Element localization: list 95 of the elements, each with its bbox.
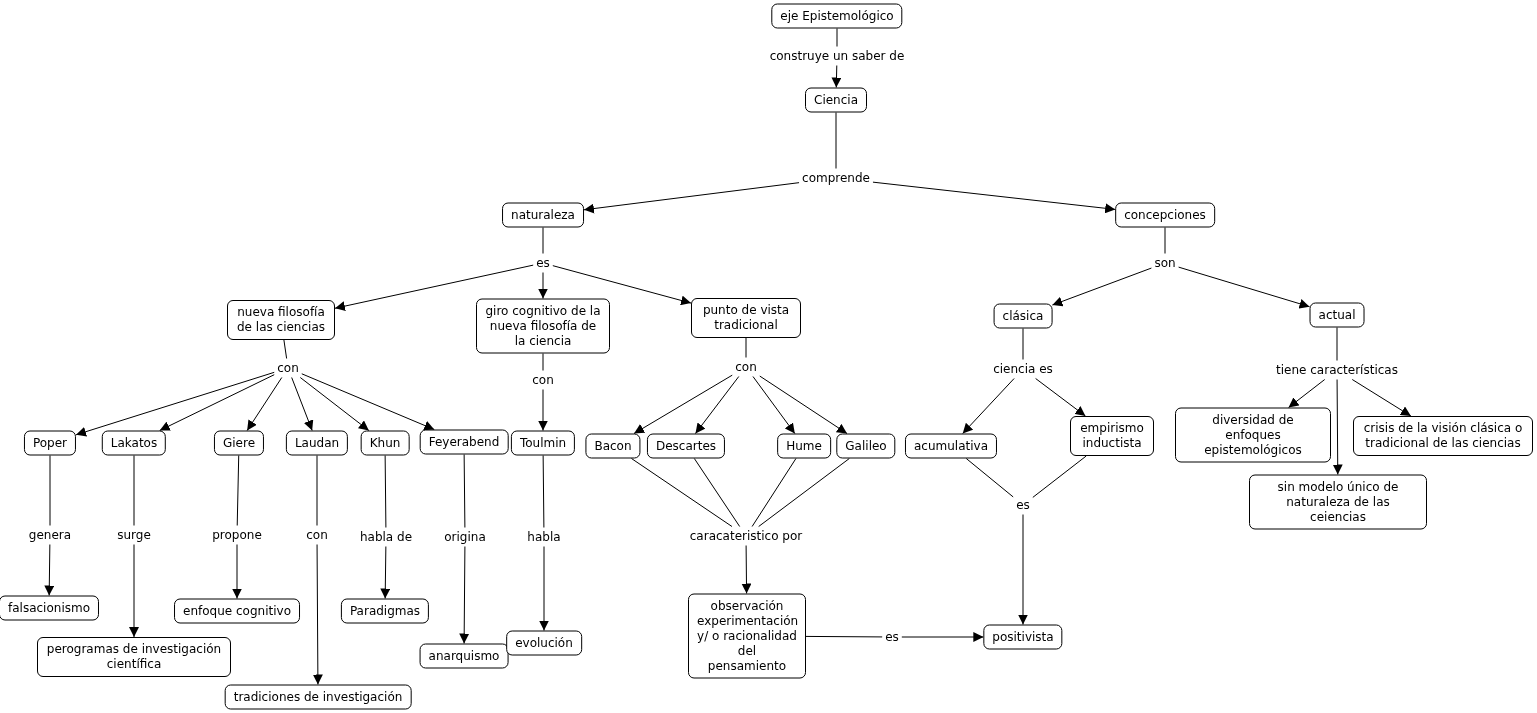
concept-box: concepciones (1115, 202, 1215, 228)
connector-line (384, 455, 387, 528)
concept-box: Galileo (836, 433, 896, 459)
concept-box: nueva filosofía de las ciencias (227, 300, 335, 340)
concept-box: Descartes (646, 433, 726, 459)
arrow (159, 374, 275, 431)
concept-box: crisis de la visión clásica o tradicional de las ciencias (1353, 416, 1533, 456)
connector-line (1032, 455, 1087, 498)
linking-phrase: caracateristico por (688, 528, 804, 544)
arrow (962, 378, 1015, 434)
arrow (1035, 378, 1086, 417)
arrow (380, 546, 391, 599)
arrow (752, 376, 796, 434)
concept-box: clásica (993, 303, 1053, 329)
concept-box: Khun (360, 430, 410, 456)
arrow (1288, 379, 1326, 408)
connector-line (965, 458, 1014, 498)
concept-box: tradiciones de investigación (224, 684, 412, 710)
arrow (872, 181, 1116, 214)
arrow (1332, 379, 1343, 475)
connector-line (49, 455, 51, 526)
concept-box: Poper (23, 430, 77, 456)
concept-box: punto de vista tradicional (691, 298, 801, 338)
concept-box: Laudan (285, 430, 349, 456)
concept-box: Ciencia (805, 87, 867, 113)
connector-line (463, 454, 466, 528)
linking-phrase: origina (443, 529, 487, 545)
arrow (695, 376, 740, 434)
arrow (1051, 267, 1152, 307)
arrow (1018, 514, 1028, 625)
concept-box: Hume (777, 433, 831, 459)
arrow (129, 544, 139, 638)
concept-box: sin modelo único de naturaleza de las ceiencias (1249, 474, 1427, 530)
arrow (583, 182, 800, 214)
arrow (538, 389, 548, 431)
arrow (301, 373, 435, 431)
concept-box: Bacon (585, 433, 641, 459)
concept-box: giro cognitivo de la nueva filosofía de la ciencia (476, 298, 610, 354)
connector-line (1336, 327, 1338, 361)
concept-box: eje Epistemológico (771, 3, 903, 29)
arrow (232, 544, 242, 599)
concept-box: observación experimentación y/ o racionalidad del pensamiento (688, 593, 806, 679)
connector-line (1164, 227, 1166, 254)
connector-line (630, 458, 733, 527)
arrow (831, 65, 842, 88)
connector-line (751, 458, 797, 527)
concept-box: anarquismo (419, 643, 509, 669)
concept-box: positivista (983, 624, 1063, 650)
concept-box: evolución (506, 630, 582, 656)
arrow (741, 545, 752, 594)
connector-line (1022, 328, 1024, 360)
connector-line (236, 455, 240, 526)
arrow (299, 377, 370, 431)
concept-box: empirismo inductista (1070, 416, 1154, 456)
concept-box: Giere (213, 430, 265, 456)
arrow (1178, 266, 1310, 309)
linking-phrase: construye un saber de (768, 48, 906, 64)
arrow (291, 377, 314, 431)
concept-box: Paradigmas (340, 598, 430, 624)
concept-box: diversidad de enfoques epistemológicos (1175, 407, 1331, 463)
arrow (552, 265, 692, 306)
concept-box: perogramas de investigación científica (37, 637, 231, 677)
concept-box: naturaleza (502, 202, 584, 228)
connector-line (542, 353, 544, 371)
concept-box: Toulmin (510, 430, 576, 456)
connector-line (133, 455, 135, 526)
connector-line (805, 635, 883, 638)
connector-line (758, 458, 850, 527)
connector-line (542, 455, 545, 528)
concept-box: actual (1309, 302, 1365, 328)
connector-line (283, 339, 288, 359)
concept-box: acumulativa (905, 433, 997, 459)
concept-box: enfoque cognitivo (174, 598, 300, 624)
arrow (538, 272, 548, 299)
connector-line (836, 28, 838, 47)
connector-line (745, 337, 747, 358)
arrow (246, 377, 283, 431)
arrow (901, 632, 984, 642)
concept-box: falsacionismo (0, 595, 99, 621)
arrow (312, 544, 323, 685)
arrow (75, 371, 275, 437)
arrow (539, 546, 549, 631)
arrow (759, 375, 848, 434)
arrow (633, 374, 733, 434)
connector-line (693, 458, 741, 527)
concept-box: Lakatos (101, 430, 167, 456)
connector-line (835, 112, 837, 169)
arrow (334, 264, 534, 311)
linking-phrase: comprende (801, 170, 871, 186)
connector-line (542, 227, 544, 254)
connector-line (316, 455, 318, 526)
arrow (459, 546, 470, 644)
arrow (1351, 379, 1412, 417)
concept-box: Feyerabend (419, 429, 509, 455)
arrow (44, 544, 55, 596)
